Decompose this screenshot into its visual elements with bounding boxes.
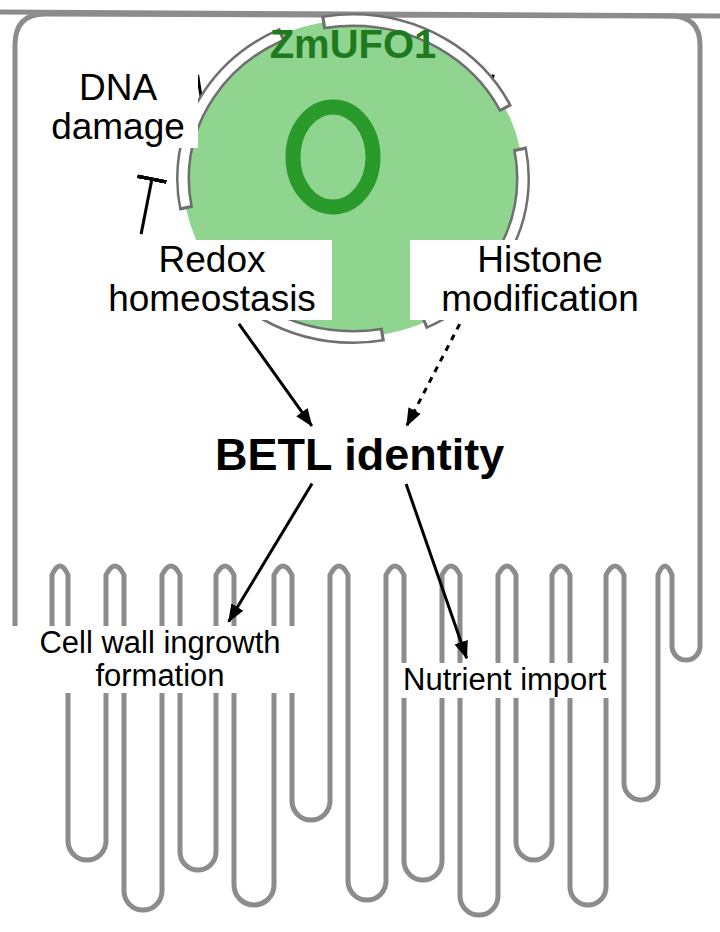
- process-label: Histone modification: [410, 240, 670, 320]
- process-label: Cell wall ingrowth formation: [10, 626, 310, 693]
- inhibition-connector: [141, 179, 152, 234]
- arrow-connector: [406, 484, 467, 658]
- nucleolus: [293, 107, 373, 207]
- node-text: BETL identity: [215, 431, 504, 478]
- arrow-connector: [407, 324, 460, 426]
- node-text: DNA damage: [43, 69, 193, 147]
- process-label: Nutrient import: [398, 663, 611, 698]
- node-text: Cell wall ingrowth formation: [15, 627, 305, 692]
- node-text: Histone modification: [415, 241, 665, 319]
- process-label: Redox homeostasis: [92, 240, 332, 320]
- arrow-connector: [239, 324, 312, 426]
- protein-name: ZmUFO1: [175, 22, 531, 67]
- arrow-connector: [229, 484, 313, 622]
- node-text: Nutrient import: [403, 664, 606, 697]
- process-label: DNA damage: [38, 68, 198, 148]
- process-label: BETL identity: [210, 430, 509, 479]
- betl-cell: [15, 14, 700, 915]
- node-text: Redox homeostasis: [97, 241, 327, 319]
